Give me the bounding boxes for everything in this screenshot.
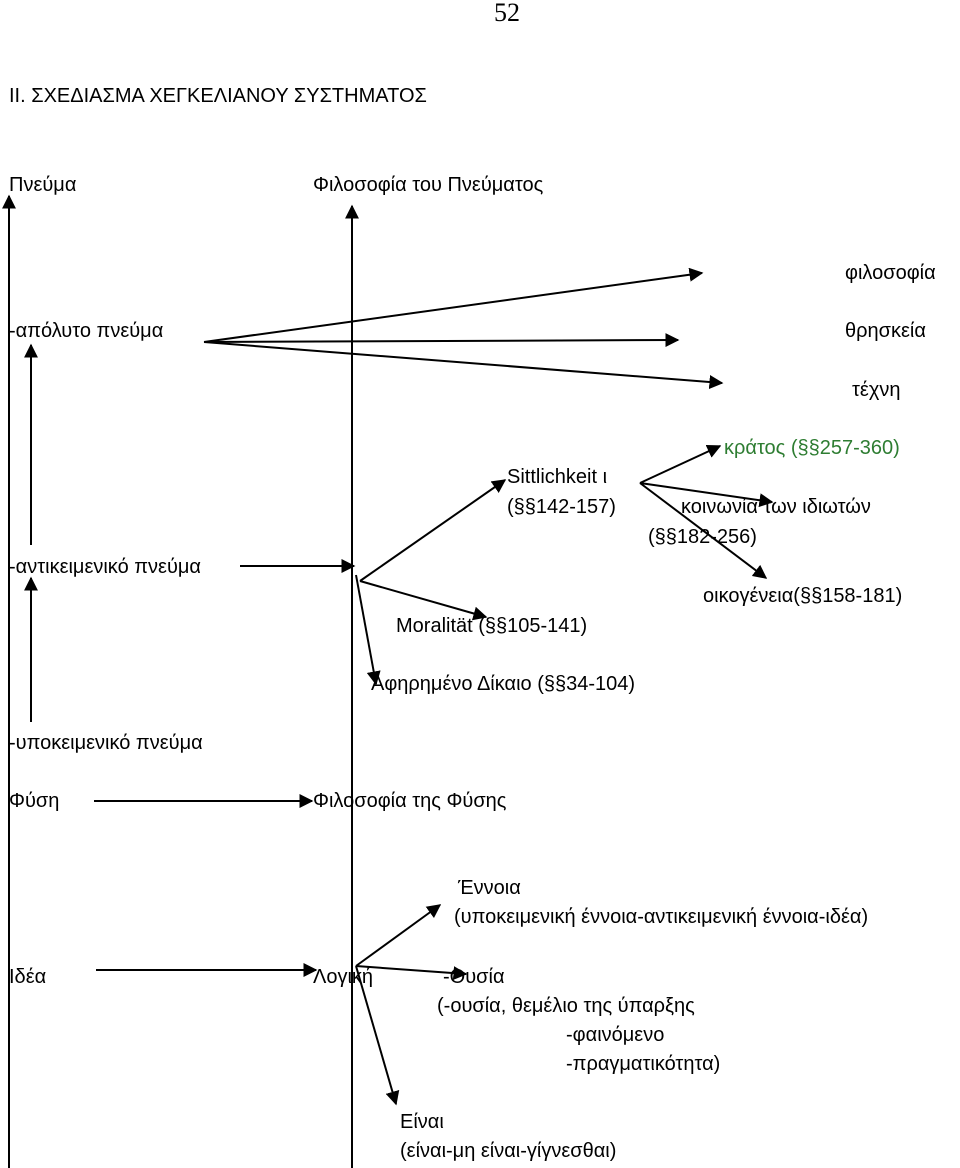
- label-logiki: Λογική: [313, 966, 374, 988]
- arrow-to-thriskeia: [203, 333, 680, 348]
- arrow-to-einai: [355, 965, 400, 1106]
- label-ennoia-sub: (υποκειμενική έννοια-αντικειμενική έννοι…: [454, 906, 869, 928]
- label-einai: Είναι: [400, 1111, 444, 1133]
- label-filosofia: φιλοσοφία: [845, 262, 936, 284]
- label-ousia-sub1: (-ουσία, θεμέλιο της ύπαρξης: [437, 995, 695, 1017]
- label-thriskeia: θρησκεία: [845, 320, 926, 342]
- label-koinonia: κοινωνία των ιδιωτών: [681, 496, 871, 518]
- label-sittlichkeit: Sittlichkeit ι: [507, 466, 608, 488]
- arrow-to-ennoia: [355, 904, 442, 967]
- label-techni: τέχνη: [852, 379, 901, 401]
- label-koinonia-ref: (§§182-256): [648, 526, 757, 548]
- label-einai-sub: (είναι-μη είναι-γίγνεσθαι): [400, 1140, 617, 1162]
- page-number: 52: [494, 0, 520, 27]
- arrow-to-filosofia: [203, 267, 704, 343]
- arrow-to-moralitat: [359, 580, 488, 621]
- arrow-to-ousia: [355, 965, 468, 981]
- label-filosofia-pneumatos: Φιλοσοφία του Πνεύματος: [313, 174, 544, 196]
- arrow-to-dikaio: [355, 574, 381, 686]
- label-pneuma: Πνεύμα: [9, 174, 77, 196]
- arrow-to-kratos: [639, 444, 722, 484]
- label-kratos: κράτος (§§257-360): [724, 437, 900, 459]
- arrow-to-techni: [203, 341, 724, 389]
- label-idea: Ιδέα: [9, 966, 47, 988]
- arrow-to-koinonia: [639, 482, 774, 508]
- arrow-to-oikogeneia: [639, 482, 768, 579]
- label-antikeimeniko-pneuma: -αντικειμενικό πνεύμα: [9, 556, 201, 578]
- label-ousia-sub3: -πραγματικότητα): [566, 1053, 721, 1075]
- label-oikogeneia: οικογένεια(§§158-181): [703, 585, 903, 607]
- label-ennoia: Έννοια: [458, 877, 521, 899]
- label-ypokeimeniko-pneuma: -υποκειμενικό πνεύμα: [9, 732, 203, 754]
- label-sittlichkeit-ref: (§§142-157): [507, 496, 616, 518]
- label-moralitat: Moralität (§§105-141): [396, 615, 588, 637]
- label-dikaio: Αφηρημένο Δίκαιο (§§34-104): [371, 673, 636, 695]
- label-fysi: Φύση: [9, 790, 60, 812]
- label-apolyto-pneuma: -απόλυτο πνεύμα: [9, 320, 164, 342]
- label-ousia-sub2: -φαινόμενο: [566, 1024, 665, 1046]
- label-ousia: -Ουσία: [443, 966, 505, 988]
- page-title: ΙΙ. ΣΧΕΔΙΑΣΜΑ ΧΕΓΚΕΛΙΑΝΟΥ ΣΥΣΤΗΜΑΤΟΣ: [9, 85, 427, 107]
- label-filosofia-fysis: Φιλοσοφία της Φύσης: [313, 790, 507, 812]
- arrow-to-sittlichkeit: [359, 479, 507, 582]
